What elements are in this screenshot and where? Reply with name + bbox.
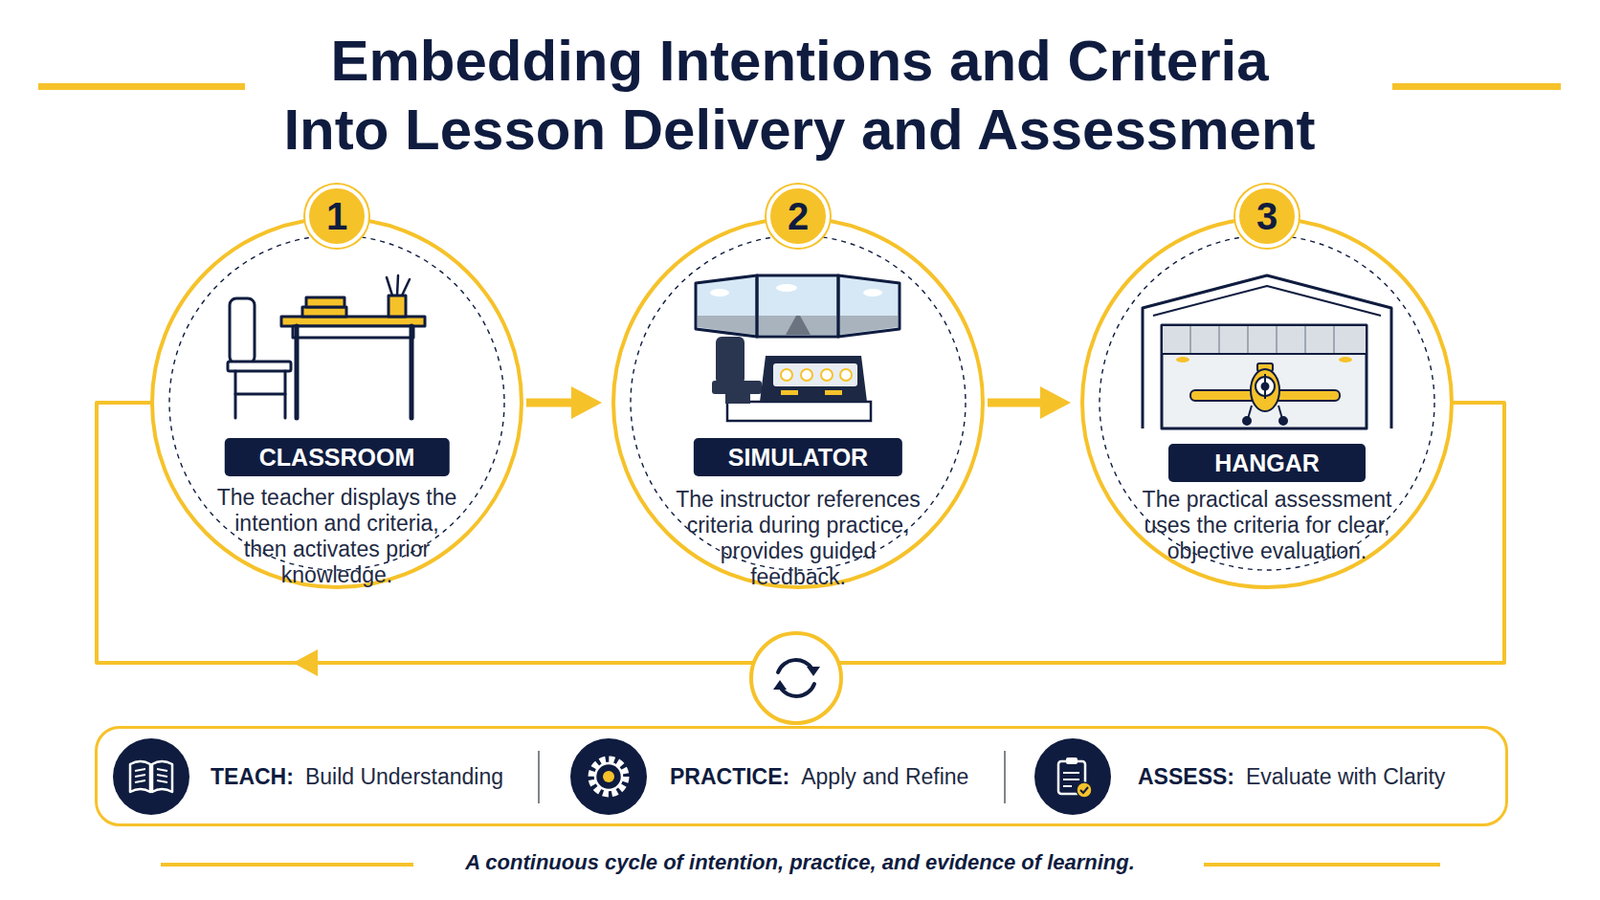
gear-icon bbox=[595, 763, 623, 791]
summary-item: PRACTICE: Apply and Refine bbox=[669, 729, 969, 824]
phase-description: Apply and Refine bbox=[800, 763, 969, 791]
cycle-return-arrow bbox=[96, 402, 1505, 677]
stage-circle: 2SIMULATORThe instructor references crit… bbox=[611, 216, 985, 590]
band-divider bbox=[537, 751, 540, 804]
stage-label: CLASSROOM bbox=[224, 438, 450, 477]
step-number: 1 bbox=[305, 184, 369, 248]
caption-rule bbox=[160, 863, 414, 867]
step-number: 2 bbox=[766, 184, 830, 248]
arrow-shaft bbox=[987, 399, 1043, 408]
arrow-head bbox=[1040, 386, 1071, 420]
stage-description: The practical assessment uses the criter… bbox=[1141, 487, 1393, 565]
gear-icon bbox=[570, 738, 647, 816]
flow-arrow bbox=[987, 386, 1071, 420]
summary-item: ASSESS: Evaluate with Clarity bbox=[1137, 729, 1445, 824]
caption-rule bbox=[1203, 863, 1441, 867]
clipboard-icon bbox=[1034, 738, 1112, 816]
circle-ring bbox=[1082, 218, 1452, 588]
step-number: 3 bbox=[1235, 184, 1299, 248]
stage-circle: 3HANGARThe practical assessment uses the… bbox=[1080, 216, 1454, 590]
summary-item: TEACH: Build Understanding bbox=[210, 729, 504, 824]
book-icon bbox=[130, 761, 173, 793]
cycle-icon bbox=[779, 684, 815, 697]
gear-icon bbox=[591, 759, 626, 795]
clipboard-icon bbox=[1058, 761, 1086, 795]
phase-name: PRACTICE: bbox=[669, 763, 790, 791]
band-divider bbox=[1003, 751, 1006, 804]
book-icon bbox=[112, 738, 190, 816]
cycle-icon bbox=[806, 666, 821, 677]
arrow-head bbox=[571, 386, 602, 420]
cycle-icon bbox=[751, 633, 842, 724]
book-icon bbox=[112, 738, 190, 816]
summary-band: TEACH: Build Understanding PRACTICE: Apply … bbox=[94, 726, 1509, 827]
cycle-icon bbox=[777, 660, 813, 673]
stage-description: The instructor references criteria durin… bbox=[672, 487, 924, 591]
circle-dashed-ring bbox=[1099, 235, 1435, 571]
gear-icon bbox=[570, 738, 647, 816]
clipboard-icon bbox=[1076, 782, 1092, 799]
phase-description: Build Understanding bbox=[305, 763, 504, 791]
book-icon bbox=[130, 761, 151, 793]
clipboard-icon bbox=[1063, 773, 1080, 787]
stage-circle: 1CLASSROOMThe teacher displays the inten… bbox=[150, 216, 524, 590]
stage-label: HANGAR bbox=[1168, 444, 1366, 483]
diagram-title: Embedding Intentions and Criteria Into L… bbox=[275, 26, 1324, 165]
clipboard-icon bbox=[1080, 787, 1089, 794]
phase-name: ASSESS: bbox=[1137, 763, 1235, 791]
phase-description: Evaluate with Clarity bbox=[1245, 763, 1445, 791]
arrow-head bbox=[292, 649, 318, 677]
title-rule bbox=[1392, 83, 1561, 90]
cycle-icon bbox=[773, 680, 787, 690]
clipboard-icon bbox=[1034, 738, 1112, 816]
circle-ring bbox=[152, 218, 522, 588]
cycle-icon bbox=[751, 633, 842, 724]
stage-description: The teacher displays the intention and c… bbox=[211, 485, 463, 589]
flow-arrow bbox=[526, 386, 602, 420]
stage-label: SIMULATOR bbox=[693, 438, 903, 477]
clipboard-icon bbox=[1066, 757, 1078, 765]
book-icon bbox=[134, 769, 168, 783]
title-rule bbox=[38, 83, 245, 90]
diagram-caption: A continuous cycle of intention, practic… bbox=[0, 849, 1600, 877]
gear-icon bbox=[602, 771, 615, 783]
book-icon bbox=[152, 761, 173, 793]
phase-name: TEACH: bbox=[210, 763, 294, 791]
arrow-shaft bbox=[526, 399, 574, 408]
